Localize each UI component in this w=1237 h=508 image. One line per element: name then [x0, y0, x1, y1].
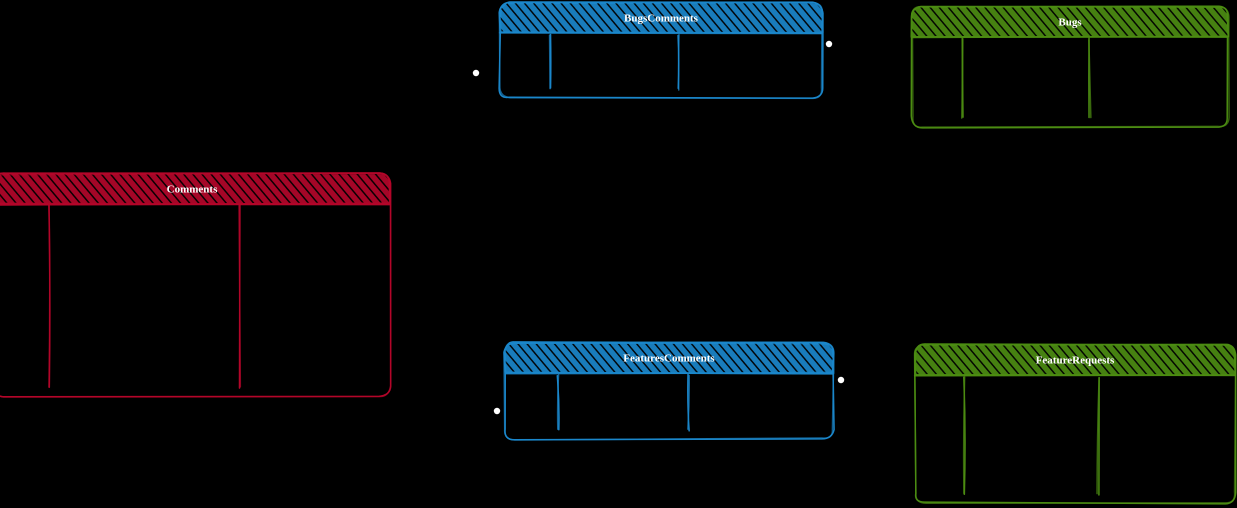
entity-header [910, 5, 1230, 39]
entity-title: Comments [167, 184, 218, 196]
entity-title: Bugs [1058, 17, 1082, 29]
entity-title: FeatureRequests [1036, 355, 1115, 367]
entity-column-dividers [548, 33, 680, 91]
entity-header [498, 1, 824, 35]
entity-header [913, 343, 1237, 377]
entity-bugs[interactable]: Bugs [910, 5, 1230, 129]
entity-title: BugsComments [624, 13, 699, 25]
entity-feature-requests[interactable]: FeatureRequests [913, 343, 1237, 505]
entity-column-dividers [961, 37, 1092, 119]
dot-bugs-comments-left[interactable] [472, 69, 480, 77]
connector-dots-layer [472, 40, 845, 415]
entity-body [0, 172, 392, 398]
entity-column-dividers [556, 373, 690, 432]
dot-features-comments-right[interactable] [837, 376, 845, 384]
entity-title: FeaturesComments [623, 353, 715, 365]
entity-column-dividers [48, 204, 242, 389]
dot-features-comments-left[interactable] [493, 407, 501, 415]
dot-bugs-comments-right[interactable] [825, 40, 833, 48]
entity-header [0, 172, 392, 206]
entity-comments[interactable]: Comments [0, 172, 392, 398]
entity-column-dividers [962, 376, 1100, 496]
entity-features-comments[interactable]: FeaturesComments [503, 341, 835, 441]
entity-header [503, 341, 835, 375]
entity-bugs-comments[interactable]: BugsComments [498, 1, 824, 100]
